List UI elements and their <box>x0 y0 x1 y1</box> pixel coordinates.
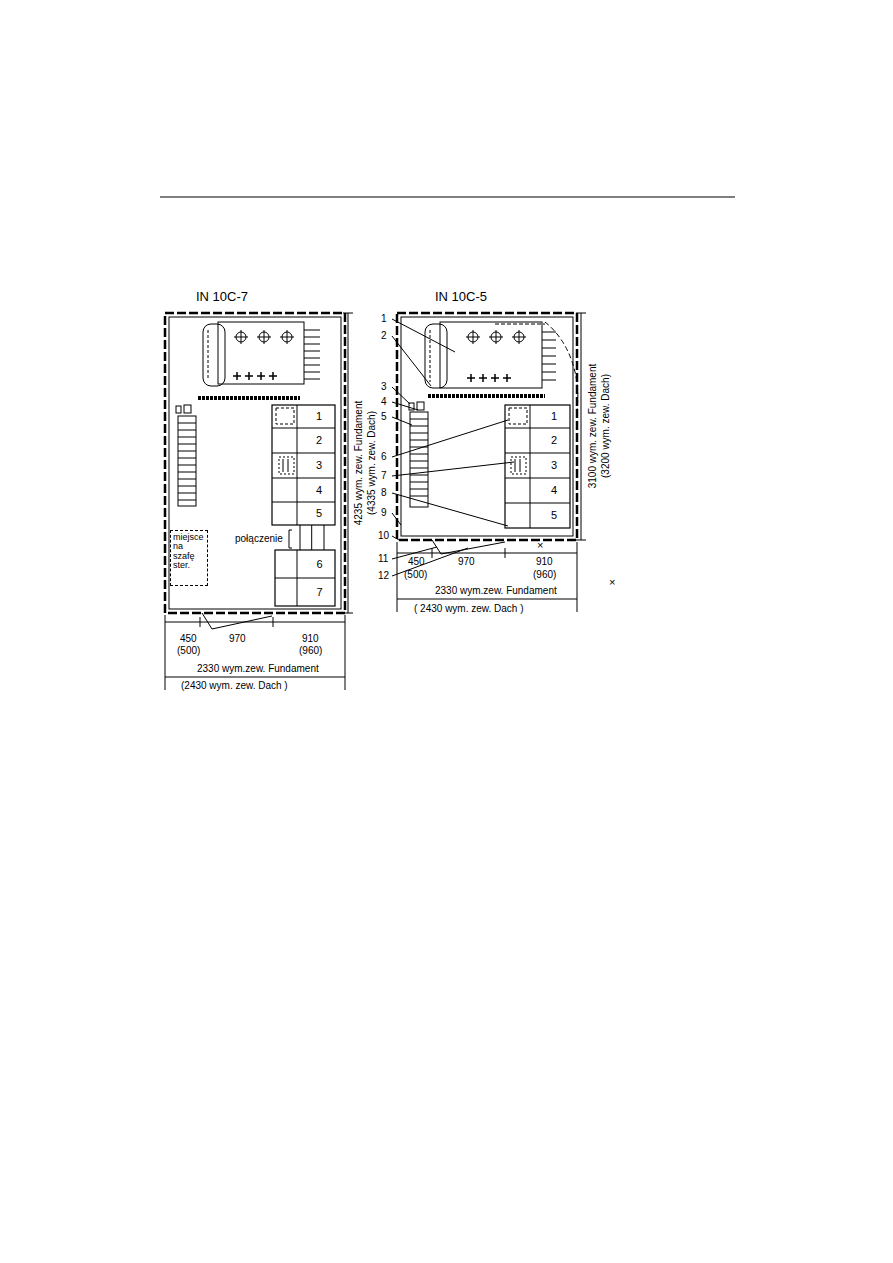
dimension: (960) <box>533 569 556 580</box>
station-left <box>165 313 353 690</box>
switchgear-cell: 5 <box>272 502 335 525</box>
callout-number: 4 <box>381 396 387 407</box>
callout-number: 6 <box>381 451 387 462</box>
cell-number: 1 <box>316 410 322 422</box>
callout-number: 12 <box>378 570 389 581</box>
callout-number: 7 <box>381 470 387 481</box>
switchgear-cell: 2 <box>272 428 335 453</box>
switchgear-cell: 2 <box>505 428 570 453</box>
dimension: (2430 wym. zew. Dach ) <box>181 680 288 691</box>
drawing-title: IN 10C-5 <box>435 290 487 304</box>
reserved-area-box: miejsce na szafę ster. <box>170 530 208 586</box>
connection-line <box>311 525 312 550</box>
switchgear-cell: 4 <box>505 478 570 503</box>
callout-number: 9 <box>381 507 387 518</box>
cell-number: 5 <box>551 509 557 521</box>
cell-number: 6 <box>316 558 322 570</box>
dimension: 2330 wym.zew. Fundament <box>435 585 557 596</box>
dimension: 3100 wym. zew. Fundament <box>587 364 598 489</box>
dimension: 910 <box>302 633 319 644</box>
switchgear-cell: 7 <box>275 578 335 606</box>
cell-number: 1 <box>551 410 557 422</box>
switchgear-cell: 4 <box>272 478 335 502</box>
dimension: 4235 wym. zew. Fundament <box>353 401 364 526</box>
callout-number: 2 <box>381 330 387 341</box>
dimension: ( 2430 wym. zew. Dach ) <box>414 603 523 614</box>
connection-label: połączenie <box>234 533 284 544</box>
header-rule <box>160 196 735 197</box>
mark-symbol: × <box>609 576 615 588</box>
callout-number: 8 <box>381 487 387 498</box>
callout-number: 1 <box>381 313 387 324</box>
dimension: (3200 wym. zew. Dach) <box>600 374 611 478</box>
cell-number: 5 <box>316 507 322 519</box>
box-text: miejsce na szafę ster. <box>173 533 205 571</box>
callout-number: 5 <box>381 411 387 422</box>
switchgear-cell: 3 <box>272 453 335 478</box>
dimension: (500) <box>404 569 427 580</box>
dimension: 2330 wym.zew. Fundament <box>197 663 319 674</box>
cell-number: 3 <box>316 459 322 471</box>
cell-number: 2 <box>551 434 557 446</box>
cell-number: 2 <box>316 434 322 446</box>
switchgear-cell: 5 <box>505 503 570 528</box>
dimension: 970 <box>229 633 246 644</box>
switchgear-cell: 6 <box>275 550 335 578</box>
switchgear-cell: 3 <box>505 453 570 478</box>
dimension: 910 <box>536 556 553 567</box>
cell-number: 7 <box>316 586 322 598</box>
switchgear-cell: 1 <box>505 405 570 428</box>
callout-number: 3 <box>381 381 387 392</box>
mark-symbol: × <box>537 539 543 551</box>
cell-number: 3 <box>551 459 557 471</box>
callout-number: 10 <box>378 530 389 541</box>
drawing-title: IN 10C-7 <box>196 290 248 304</box>
callout-number: 11 <box>378 553 388 564</box>
dimension: (500) <box>177 645 200 656</box>
station-right <box>392 313 586 612</box>
cell-number: 4 <box>316 484 322 496</box>
dimension: 450 <box>408 556 425 567</box>
dimension: (960) <box>299 645 322 656</box>
cell-number: 4 <box>551 484 557 496</box>
dimension: 450 <box>180 633 197 644</box>
dimension: 970 <box>458 556 475 567</box>
switchgear-cell: 1 <box>272 405 335 428</box>
dimension: (4335 wym. zew. Dach) <box>366 411 377 515</box>
